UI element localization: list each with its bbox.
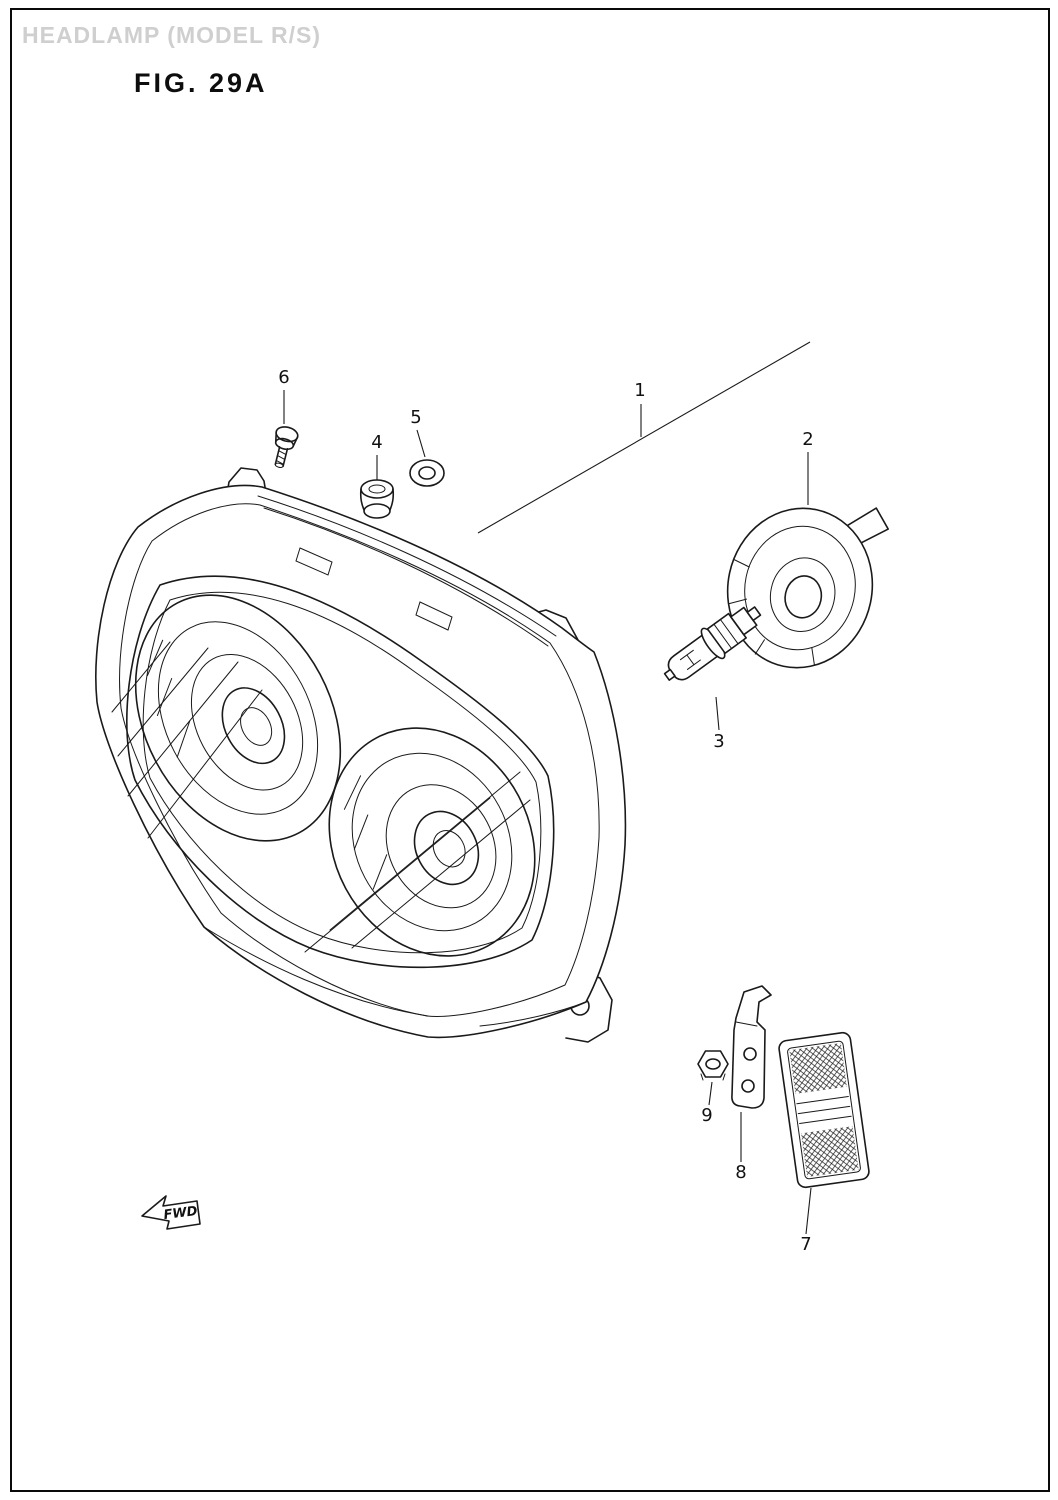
- callout-3: 3: [713, 731, 724, 752]
- washer-drawing: [409, 459, 445, 487]
- callout-6: 6: [278, 367, 289, 388]
- leader-lines: [283, 341, 812, 1235]
- grommet-drawing: [359, 479, 395, 519]
- left-reflector-bowl: [134, 594, 342, 842]
- lens-rim-inner: [142, 591, 542, 954]
- leader-part9: [708, 1081, 713, 1106]
- leader-part3: [715, 696, 720, 731]
- page-header-title: HEADLAMP (MODEL R/S): [22, 22, 321, 48]
- fwd-arrow: FWD: [141, 1195, 201, 1230]
- bulb-drawing: [663, 606, 762, 681]
- right-reflector-bowl: [328, 727, 536, 957]
- leader-part5: [416, 429, 426, 458]
- fwd-label: FWD: [163, 1204, 199, 1223]
- figure-label: FIG. 29A: [134, 68, 268, 98]
- reflector-drawing: [778, 1031, 870, 1189]
- headlamp-bezel-line: [119, 503, 600, 1017]
- top-clip-left: [295, 547, 333, 576]
- lens-hatch-lines: [111, 641, 531, 953]
- bracket-drawing: [731, 985, 772, 1109]
- callout-2: 2: [802, 429, 813, 450]
- callout-5: 5: [410, 407, 421, 428]
- screw-drawing: [274, 426, 299, 468]
- leader-part7: [805, 1187, 812, 1235]
- callout-9: 9: [701, 1105, 712, 1126]
- top-clip-right: [415, 601, 453, 631]
- leader-part1-diagonal: [477, 341, 811, 534]
- callout-4: 4: [371, 432, 382, 453]
- headlamp-assembly-drawing: [95, 467, 627, 1043]
- nut-drawing: [697, 1050, 729, 1081]
- retainer-ring-drawing: [726, 507, 889, 669]
- headlamp-housing-outline: [95, 484, 627, 1039]
- callout-1: 1: [634, 380, 645, 401]
- callout-8: 8: [735, 1162, 746, 1183]
- callout-labels: 1 2 3 4 5 6 7 8 9: [278, 367, 813, 1255]
- callout-7: 7: [800, 1234, 811, 1255]
- lens-rim-outline: [126, 575, 555, 969]
